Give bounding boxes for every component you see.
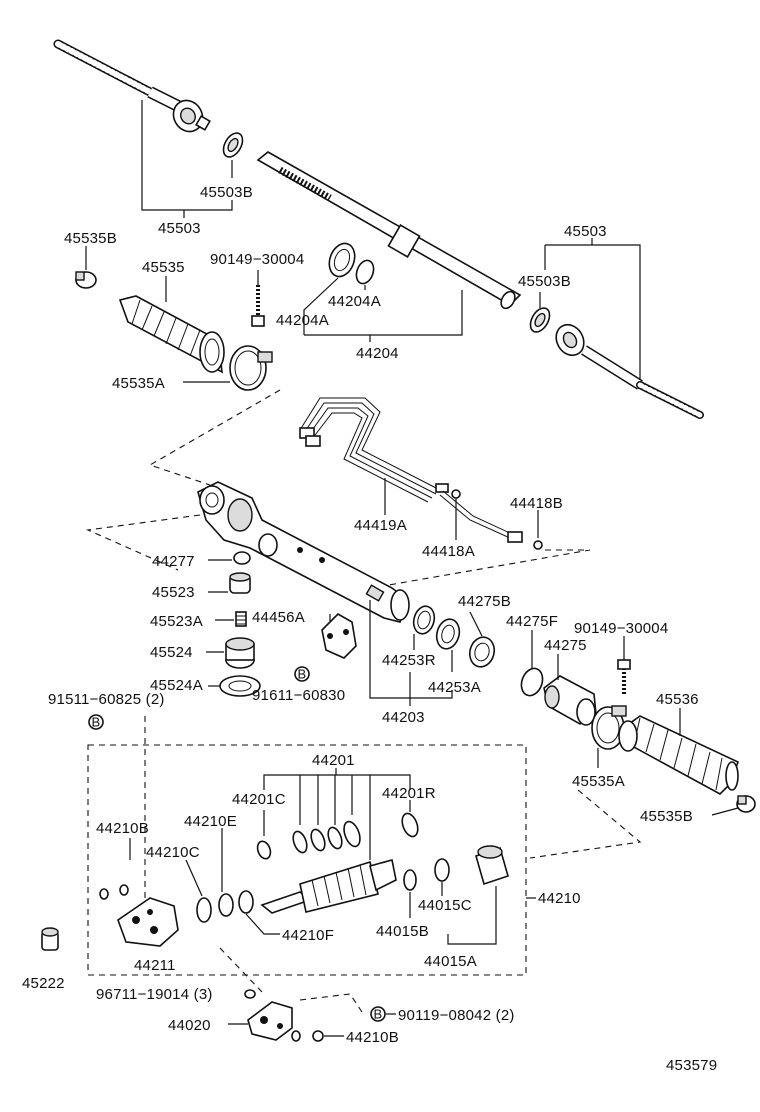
label-44275f: 44275F (506, 613, 558, 630)
label-44201c: 44201C (232, 791, 286, 808)
o-ring-44418b-2 (533, 540, 543, 550)
label-90149-top: 90149−30004 (210, 251, 304, 268)
marker-b-91611: B (294, 666, 310, 682)
pressure-tubes-44419a (299, 397, 449, 503)
gear-housing (197, 481, 410, 623)
boot-clamp-45535a-top (229, 345, 273, 391)
housing-cover-44020 (247, 1001, 301, 1042)
label-91511: 91511−60825 (2) (48, 691, 165, 708)
svg-text:B: B (92, 715, 101, 730)
label-45535b-left: 45535B (64, 230, 117, 247)
label-45535a-top: 45535A (112, 375, 165, 392)
label-44253r: 44253R (382, 652, 436, 669)
label-44456a: 44456A (252, 609, 305, 626)
label-45535b-right: 45535B (640, 808, 693, 825)
label-45535a-right: 45535A (572, 773, 625, 790)
label-44201r: 44201R (382, 785, 436, 802)
seal-44253a (435, 618, 461, 650)
clamp-45535b-right (736, 795, 756, 813)
label-45503-top: 45503 (158, 220, 201, 237)
yoke-45523 (229, 572, 251, 594)
label-44418b: 44418B (510, 495, 563, 512)
label-44419a: 44419A (354, 517, 407, 534)
tie-rod-right (555, 323, 704, 419)
rack-boot-45535 (118, 295, 225, 374)
label-96711: 96711−19014 (3) (96, 986, 213, 1003)
label-91611: 91611−60830 (252, 687, 345, 704)
label-45503-right: 45503 (564, 223, 607, 240)
label-45523a: 45523A (150, 613, 203, 630)
sleeve-44275 (543, 675, 597, 726)
label-45503b-right: 45503B (518, 273, 571, 290)
marker-b-text: B (298, 667, 307, 682)
seal-rings-44201 (256, 812, 419, 860)
label-44210c: 44210C (146, 844, 200, 861)
label-44210: 44210 (538, 890, 581, 907)
rack-bushing-44204a (328, 242, 375, 285)
cap-44277 (233, 551, 251, 565)
label-44210b-bottom: 44210B (346, 1029, 399, 1046)
label-44015c: 44015C (418, 897, 472, 914)
lock-nut-45503b-top (222, 132, 244, 158)
label-45535: 45535 (142, 259, 185, 276)
lock-nut-45503b-right (529, 307, 551, 333)
cap-45222 (41, 927, 59, 951)
label-44204a-2: 44204A (276, 312, 329, 329)
bolt-90149-top (251, 285, 265, 327)
label-44203: 44203 (382, 709, 425, 726)
label-44211: 44211 (134, 957, 176, 974)
label-44210f: 44210F (282, 927, 334, 944)
bolt-90149-right (617, 659, 631, 694)
label-90149-right: 90149−30004 (574, 620, 668, 637)
seal-44253r (412, 605, 436, 635)
label-45523: 45523 (152, 584, 195, 601)
return-tube-44418a (439, 490, 523, 543)
o-ring-44418b-1 (451, 489, 461, 499)
svg-text:B: B (374, 1007, 383, 1022)
rack-boot-45536 (618, 715, 740, 795)
valve-shaft-44201 (260, 859, 397, 914)
label-45524: 45524 (150, 644, 193, 661)
plug-45524 (225, 637, 255, 669)
diagram-number: 453579 (666, 1057, 717, 1074)
marker-b-91511: B (88, 714, 104, 730)
label-44275: 44275 (544, 637, 587, 654)
label-44253a: 44253A (428, 679, 481, 696)
label-45524a: 45524A (150, 677, 203, 694)
label-44277: 44277 (152, 553, 195, 570)
clamp-45535b-left (75, 271, 97, 289)
label-44210e: 44210E (184, 813, 237, 830)
label-44020: 44020 (168, 1017, 211, 1034)
label-90119: 90119−08042 (2) (398, 1007, 515, 1024)
label-44275b: 44275B (458, 593, 511, 610)
bearings-44210 (196, 890, 254, 923)
label-45536: 45536 (656, 691, 699, 708)
bracket-44456a (321, 613, 357, 659)
gasket-96711 (244, 989, 256, 999)
bearings-44015 (403, 845, 509, 891)
label-44210b-top: 44210B (96, 820, 149, 837)
bolt-44210b-bottom (312, 1030, 324, 1042)
label-44418a: 44418A (422, 543, 475, 560)
o-ring-44275f (520, 667, 544, 697)
boot-clamp-45535a-right (591, 705, 627, 750)
steering-rack (256, 151, 522, 310)
label-45222: 45222 (22, 975, 65, 992)
valve-housing-44211 (99, 884, 179, 947)
tie-rod-left (53, 39, 211, 133)
label-45503b-top: 45503B (200, 184, 253, 201)
label-44201: 44201 (312, 752, 355, 769)
label-44015a: 44015A (424, 953, 477, 970)
label-44204a-1: 44204A (328, 293, 381, 310)
ring-44275b (468, 636, 496, 668)
marker-b-90119: B (370, 1006, 386, 1022)
label-44204: 44204 (356, 345, 399, 362)
control-valve-assy-box (87, 744, 527, 976)
label-44015b: 44015B (376, 923, 429, 940)
spring-45523a (235, 611, 247, 627)
